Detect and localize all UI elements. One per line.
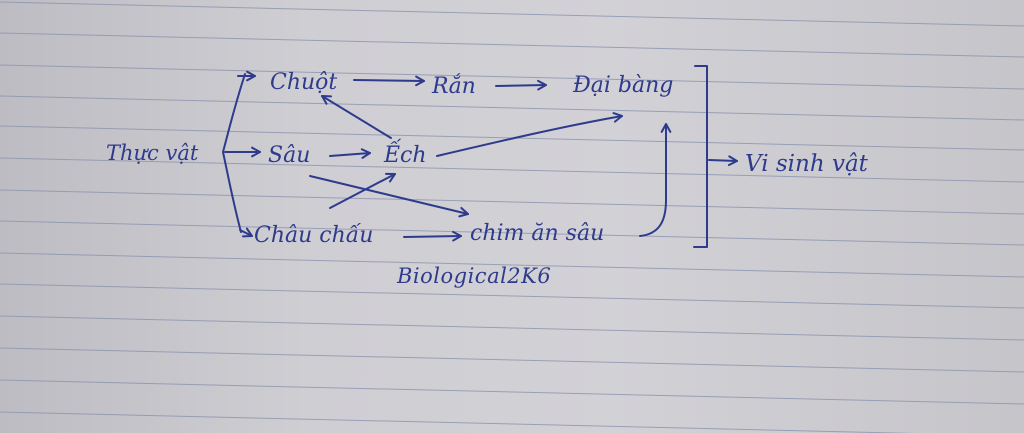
arrow-frog-rat xyxy=(321,95,392,139)
ruled-line-7 xyxy=(0,189,1024,215)
arrow-grasshopper-frog-head xyxy=(385,172,396,183)
arrow-bird-eagle xyxy=(639,126,667,237)
ruled-line-6 xyxy=(0,157,1024,183)
arrow-bird-eagle-head xyxy=(660,123,672,133)
arrow-worm-bird-head xyxy=(458,206,469,218)
node-frog: Ếch xyxy=(384,143,427,168)
node-eagle: Đại bàng xyxy=(573,73,674,98)
arrow-plants-grasshopper xyxy=(239,229,253,237)
ruled-line-1 xyxy=(0,1,1024,27)
consumer-bracket xyxy=(693,65,708,248)
arrow-frog-eagle xyxy=(436,115,623,157)
ruled-line-10 xyxy=(0,283,1024,309)
node-rat: Chuột xyxy=(270,70,338,95)
arrow-plants-grasshopper-head xyxy=(242,227,253,238)
ruled-line-9 xyxy=(0,252,1024,278)
arrow-grasshopper-bird-head xyxy=(452,230,462,242)
arrow-grasshopper-frog xyxy=(329,173,396,209)
arrow-worm-bird xyxy=(309,175,469,215)
arrow-plants-rat-head xyxy=(246,70,256,82)
node-worm: Sâu xyxy=(268,143,311,168)
arrow-to-decomposer xyxy=(708,159,738,162)
ruled-line-2 xyxy=(0,32,1024,58)
node-plants: Thực vật xyxy=(106,141,199,165)
ruled-line-14 xyxy=(0,411,918,433)
ruled-line-8 xyxy=(0,220,1024,246)
arrow-grasshopper-bird xyxy=(403,235,462,238)
arrow-worm-frog xyxy=(329,152,371,157)
node-snake: Rắn xyxy=(432,74,476,99)
ruled-line-3 xyxy=(0,64,1024,90)
arrow-rat-snake xyxy=(353,79,425,82)
arrow-frog-rat-head xyxy=(321,95,332,105)
node-decomposer: Vi sinh vật xyxy=(745,151,868,177)
producer-brace xyxy=(222,73,246,233)
ruled-line-4 xyxy=(0,95,1024,121)
arrow-snake-eagle-head xyxy=(537,79,547,91)
ruled-line-11 xyxy=(0,315,1024,341)
node-bird: chim ăn sâu xyxy=(470,221,605,246)
arrow-to-decomposer-head xyxy=(727,155,738,167)
arrow-plants-worm-head xyxy=(251,146,261,158)
arrow-worm-frog-head xyxy=(360,148,371,159)
arrow-snake-eagle xyxy=(495,84,547,87)
ruled-line-13 xyxy=(0,379,1024,405)
node-grasshopper: Châu chấu xyxy=(254,223,374,248)
watermark-text: Biological2K6 xyxy=(397,264,552,288)
arrow-rat-snake-head xyxy=(415,75,425,87)
ruled-line-12 xyxy=(0,347,1024,373)
arrow-frog-eagle-head xyxy=(612,112,623,123)
